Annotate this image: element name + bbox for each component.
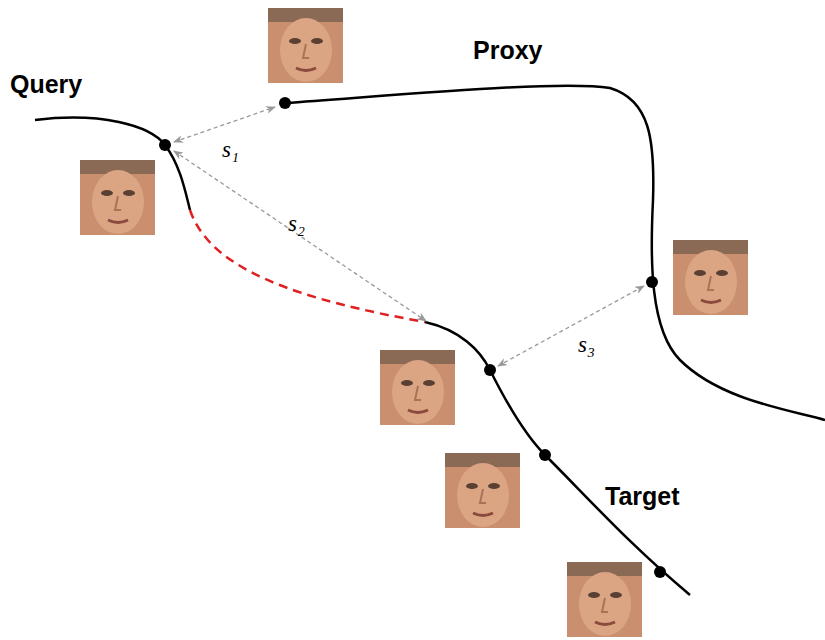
similarity-arrow (174, 107, 275, 142)
similarity-arrow (174, 151, 426, 321)
face-image (673, 240, 748, 315)
similarity-arrow (498, 286, 644, 366)
face-image (567, 562, 642, 637)
similarity-symbol: s₃ (578, 333, 595, 356)
curve-name: Query (10, 72, 82, 97)
similarity-symbol: s₂ (288, 212, 305, 235)
curve-name: Target (605, 484, 680, 509)
face-image (80, 160, 155, 235)
curve-name: Proxy (473, 38, 542, 63)
face-image (445, 453, 520, 528)
face-image (268, 8, 343, 83)
geodesic-path (190, 210, 425, 322)
similarity-symbol: s₁ (222, 138, 239, 161)
sample-points (159, 97, 666, 578)
target-curve (425, 322, 690, 595)
face-image (380, 350, 455, 425)
proxy-curve (285, 86, 825, 420)
